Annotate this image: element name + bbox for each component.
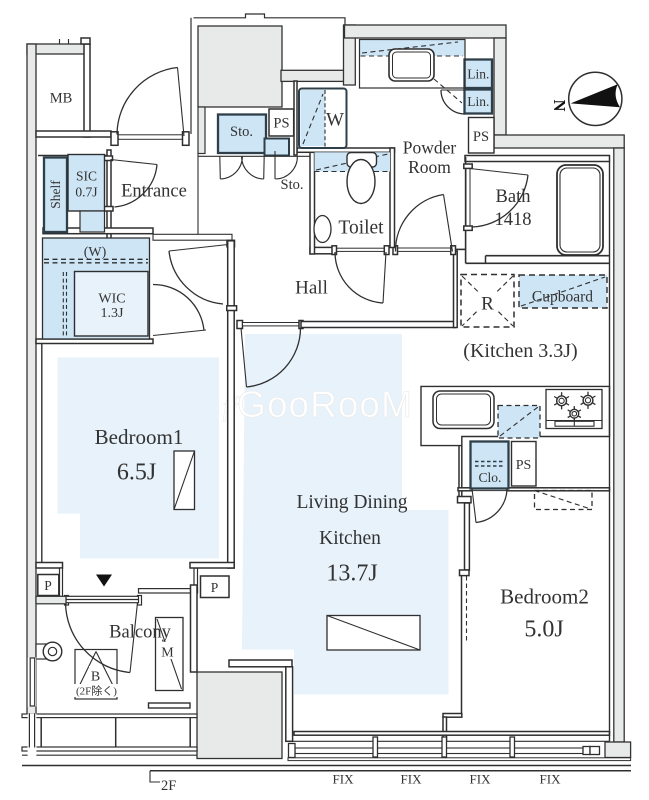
svg-text:Room: Room xyxy=(408,157,451,177)
svg-text:FIX: FIX xyxy=(470,772,492,787)
svg-text:Sto.: Sto. xyxy=(281,177,304,193)
svg-text:PS: PS xyxy=(473,129,489,145)
svg-text:N: N xyxy=(550,100,569,112)
svg-text:Powder: Powder xyxy=(403,138,457,158)
svg-text:SIC: SIC xyxy=(76,169,97,184)
svg-text:MB: MB xyxy=(50,91,73,107)
svg-text:Living Dining: Living Dining xyxy=(296,492,407,513)
svg-text:6.5J: 6.5J xyxy=(117,460,156,486)
svg-text:P: P xyxy=(211,580,219,595)
svg-text:Toilet: Toilet xyxy=(338,218,384,239)
svg-text:WIC: WIC xyxy=(98,292,125,307)
svg-text:Balcony: Balcony xyxy=(109,623,171,643)
svg-text:GooRooM: GooRooM xyxy=(237,384,413,425)
svg-text:FIX: FIX xyxy=(540,772,562,787)
svg-text:Kitchen: Kitchen xyxy=(319,528,381,549)
svg-text:13.7J: 13.7J xyxy=(326,561,377,587)
svg-text:Clo.: Clo. xyxy=(479,470,502,485)
svg-text:Lin.: Lin. xyxy=(467,67,489,82)
svg-text:FIX: FIX xyxy=(401,772,423,787)
svg-text:Cupboard: Cupboard xyxy=(532,289,593,306)
svg-text:1418: 1418 xyxy=(495,210,532,230)
svg-text:Hall: Hall xyxy=(295,278,328,299)
svg-text:1.3J: 1.3J xyxy=(101,306,125,321)
svg-text:0.7J: 0.7J xyxy=(75,185,97,200)
svg-text:(Kitchen 3.3J): (Kitchen 3.3J) xyxy=(463,340,577,362)
svg-text:FIX: FIX xyxy=(333,772,355,787)
svg-text:Bath: Bath xyxy=(496,187,531,207)
svg-text:B: B xyxy=(91,670,100,685)
svg-text:5.0J: 5.0J xyxy=(524,617,563,643)
svg-text:Lin.: Lin. xyxy=(467,94,489,109)
svg-text:R: R xyxy=(481,294,494,315)
svg-text:Bedroom1: Bedroom1 xyxy=(95,425,184,449)
svg-text:(2F除く): (2F除く) xyxy=(76,684,117,698)
svg-text:Sto.: Sto. xyxy=(230,124,253,140)
svg-text:(W): (W) xyxy=(84,245,107,260)
svg-text:2F: 2F xyxy=(161,778,176,794)
svg-text:Bedroom2: Bedroom2 xyxy=(500,585,589,609)
svg-text:M: M xyxy=(161,646,174,661)
svg-text:PS: PS xyxy=(516,458,532,473)
svg-text:P: P xyxy=(44,578,52,593)
svg-text:Shelf: Shelf xyxy=(48,180,63,209)
svg-text:Entrance: Entrance xyxy=(121,182,187,202)
svg-text:W: W xyxy=(326,110,344,131)
svg-text:PS: PS xyxy=(273,116,289,132)
